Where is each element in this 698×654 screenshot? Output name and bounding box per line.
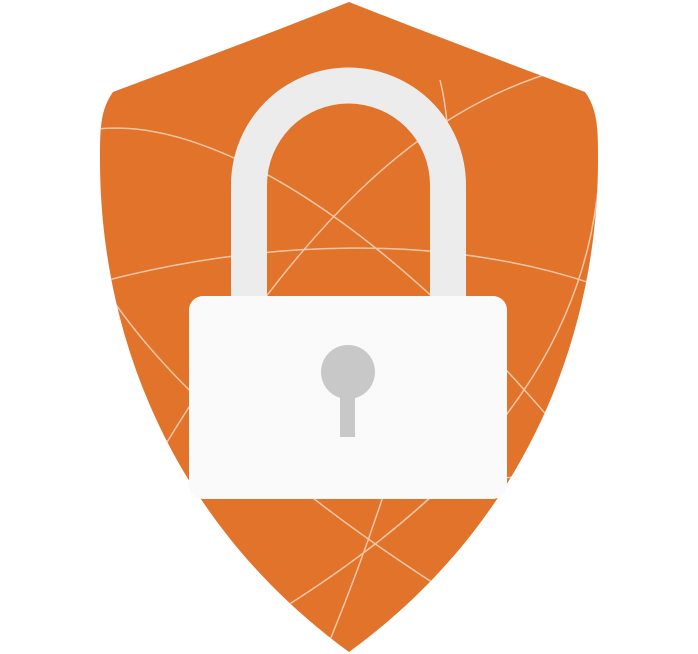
- keyhole-icon: [321, 345, 375, 437]
- lock-shackle-icon: [231, 67, 466, 300]
